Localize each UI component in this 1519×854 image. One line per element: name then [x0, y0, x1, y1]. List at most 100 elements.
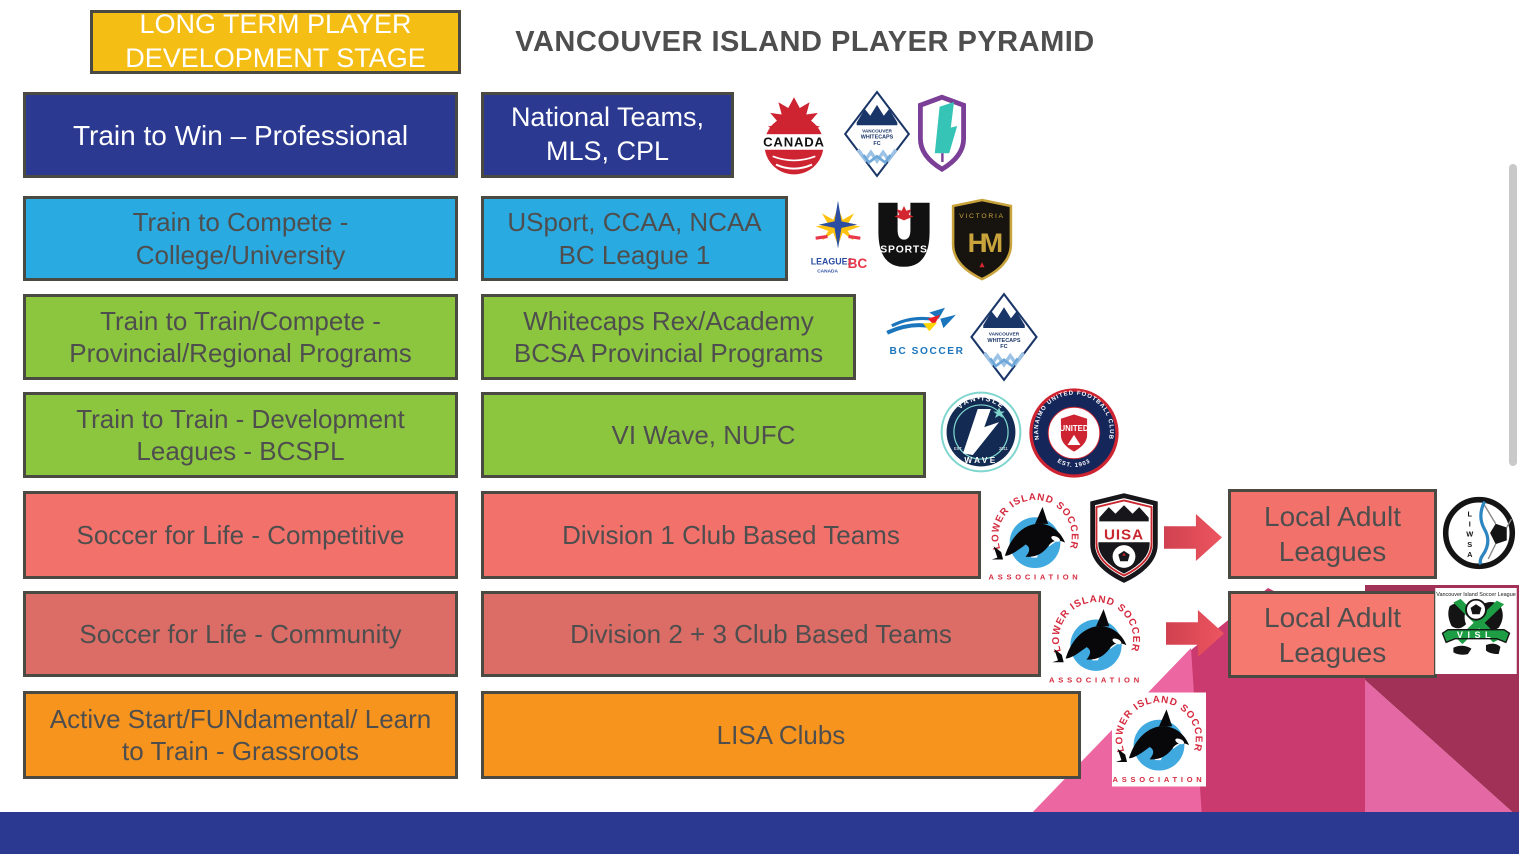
liwsa-letter: I: [1469, 520, 1471, 529]
orca-patch: [1051, 535, 1061, 542]
wing-red: [927, 314, 941, 325]
stage-soccer-for-life-competitive: Soccer for Life - Competitive: [23, 491, 458, 579]
canada-wordmark: CANADA: [817, 269, 838, 275]
stage-grassroots: Active Start/FUNdamental/ Learn to Train…: [23, 691, 458, 779]
pathway-lisa-clubs: LISA Clubs: [481, 691, 1081, 779]
nanaimo-united-logo-icon: NANAIMO UNITED FOOTBALL CLUB EST. 1903 U…: [1028, 386, 1120, 480]
orca-tail: [991, 546, 1004, 560]
wing-blue: [929, 307, 945, 319]
visl-top-text: Vancouver Island Soccer League: [1436, 592, 1515, 598]
scrollbar-thumb[interactable]: [1509, 164, 1517, 466]
whitecaps-line3: FC: [873, 141, 880, 147]
lisa-logo-icon: LOWER ISLAND SOCCER ASSOCIATION: [1112, 692, 1206, 787]
wordmark-band: [760, 134, 828, 150]
ltpd-stage-header-label: LONG TERM PLAYER DEVELOPMENT STAGE: [125, 9, 426, 73]
visl-wordmark: VISL: [1457, 630, 1495, 640]
stage-soccer-for-life-community: Soccer for Life - Community: [23, 591, 458, 677]
sailboat: [1067, 434, 1081, 445]
stage-label: Active Start/FUNdamental/ Learn to Train…: [49, 703, 432, 767]
orca: [1004, 523, 1066, 557]
van-isle-wave-logo-icon: VAN•ISLE WAVE EST. 2011: [940, 390, 1022, 474]
year-label: 2011: [999, 446, 1009, 451]
pathway-division-2-3: Division 2 + 3 Club Based Teams: [481, 591, 1041, 677]
wave-slash: [962, 409, 1000, 455]
whitecaps-line2: WHITECAPS: [987, 338, 1020, 344]
orca-patch: [1112, 638, 1122, 645]
ball-patch: [1490, 523, 1507, 545]
mountain-peaks: [856, 104, 898, 126]
stage-label: Soccer for Life - Competitive: [76, 519, 405, 550]
ball-pentagon: [1118, 550, 1130, 562]
pathway-label: LISA Clubs: [716, 719, 846, 750]
pathway-label: VI Wave, NUFC: [611, 419, 796, 450]
u-shape: [878, 202, 930, 267]
page-title: VANCOUVER ISLAND PLAYER PYRAMID: [515, 26, 1095, 58]
u-sports-logo-icon: SPORTS: [872, 196, 936, 280]
association-wordmark: ASSOCIATION: [1049, 675, 1143, 684]
liwsa-letter: S: [1467, 540, 1472, 549]
local-adult-leagues-box-2: Local Adult Leagues: [1228, 591, 1437, 678]
ball-seams: [1483, 504, 1512, 560]
pathway-national-teams: National Teams, MLS, CPL: [481, 92, 734, 178]
stage-train-to-compete: Train to Compete - College/University: [23, 196, 458, 281]
ball-seam: [775, 163, 813, 170]
stage-label: Train to Win – Professional: [72, 119, 409, 151]
stage-train-to-train: Train to Train - Development Leagues - B…: [23, 392, 458, 478]
pathway-label: National Teams, MLS, CPL: [510, 102, 705, 166]
mountain-ridge: [1099, 505, 1149, 522]
arrow-to-adult-leagues-icon: [1164, 514, 1222, 561]
canada-wordmark: CANADA: [763, 134, 825, 149]
wave-w2: [862, 154, 892, 165]
pathway-whitecaps-rex: Whitecaps Rex/Academy BCSA Provincial Pr…: [481, 294, 856, 380]
est-label: EST.: [954, 446, 963, 451]
red-dash: [815, 234, 828, 240]
bc-soccer-wordmark: BC SOCCER: [889, 346, 964, 357]
whitecaps-line1: VANCOUVER: [989, 332, 1020, 338]
arrow-to-adult-leagues-icon: [1166, 610, 1224, 657]
liwsa-logo-icon: L I W S A: [1442, 496, 1516, 570]
association-wordmark: ASSOCIATION: [989, 572, 1082, 581]
mast: [941, 153, 944, 162]
orca-fin: [1035, 506, 1049, 524]
local-adult-leagues-box-1: Local Adult Leagues: [1228, 489, 1437, 579]
stage-label: Train to Compete - College/University: [132, 207, 349, 270]
orca-fin: [1096, 609, 1110, 627]
ball-seam: [772, 155, 816, 162]
red-dash: [848, 234, 861, 240]
pathway-vi-wave: VI Wave, NUFC: [481, 392, 926, 478]
lisa-logo-icon: LOWER ISLAND SOCCER ASSOCIATION: [1048, 592, 1144, 687]
star-horizontal: [818, 220, 858, 229]
association-wordmark: ASSOCIATION: [1113, 775, 1206, 784]
stage-train-train-compete: Train to Train/Compete - Provincial/Regi…: [23, 294, 458, 380]
wave-wordmark: WAVE: [964, 456, 997, 465]
liwsa-letter: W: [1466, 530, 1473, 539]
pathway-label: Whitecaps Rex/Academy BCSA Provincial Pr…: [513, 305, 824, 369]
victoria-wordmark: VICTORIA: [959, 213, 1005, 220]
river: [1478, 500, 1490, 566]
pathway-usport: USport, CCAA, NCAA BC League 1: [481, 196, 788, 281]
shield: [1059, 412, 1089, 454]
mountain-peaks: [983, 307, 1025, 328]
ring: [1442, 496, 1516, 570]
maple-leaf-icon: [979, 262, 985, 268]
whitecaps-line1: VANCOUVER: [862, 129, 892, 135]
ltpd-stage-header-box: LONG TERM PLAYER DEVELOPMENT STAGE: [90, 9, 461, 74]
bc-soccer-logo-icon: BC SOCCER: [884, 304, 970, 360]
pacific-fc-logo-icon: [914, 92, 970, 176]
pathway-label: Division 1 Club Based Teams: [562, 519, 900, 550]
liwsa-letter: A: [1467, 550, 1473, 559]
stage-label: Train to Train - Development Leagues - B…: [76, 403, 405, 467]
nufc-est-text: EST. 1903: [1056, 458, 1092, 469]
whitecaps-logo-icon: VANCOUVER WHITECAPS FC: [966, 292, 1042, 382]
bc-wordmark: BC: [848, 256, 868, 271]
whitecaps-line3: FC: [1000, 344, 1007, 350]
whitecaps-line2: WHITECAPS: [861, 135, 894, 141]
bottom-accent-bar: [0, 812, 1519, 854]
stage-label: Train to Train/Compete - Provincial/Regi…: [69, 305, 412, 369]
stage-train-to-win: Train to Win – Professional: [23, 92, 458, 178]
adult-leagues-label: Local Adult Leagues: [1264, 601, 1401, 668]
league1-bc-logo-icon: LEAGUE1 CANADA BC: [806, 198, 870, 280]
sports-wordmark: SPORTS: [880, 244, 928, 255]
pathway-label: USport, CCAA, NCAA BC League 1: [507, 207, 762, 270]
visl-logo-icon: Vancouver Island Soccer League VISL: [1434, 588, 1518, 674]
